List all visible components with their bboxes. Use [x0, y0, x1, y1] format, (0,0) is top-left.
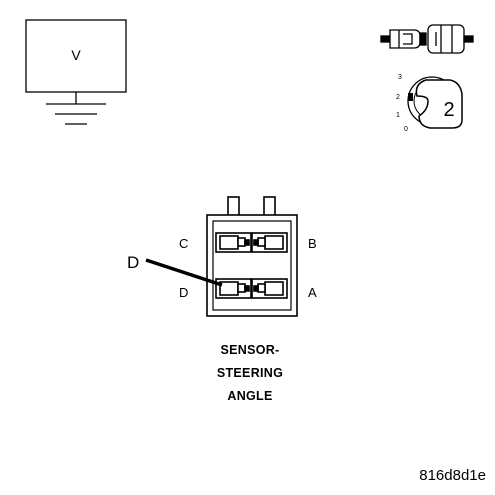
caption-line-2: STEERING	[216, 366, 284, 380]
pin-label-b: B	[308, 236, 317, 251]
connector-housing	[206, 214, 298, 317]
caption-line-1: SENSOR-	[220, 343, 280, 357]
connector-latch-left	[227, 196, 240, 217]
ignition-position-3: 3	[398, 74, 402, 81]
key-position-indicator	[408, 93, 413, 101]
voltmeter-label: V	[71, 47, 81, 63]
caption-line-3: ANGLE	[227, 389, 273, 403]
ignition-key-icon	[407, 76, 463, 129]
pin-label-c: C	[179, 236, 188, 251]
ignition-position-2: 2	[396, 94, 400, 101]
ignition-position-1: 1	[396, 112, 400, 119]
terminal-b	[251, 232, 288, 253]
connector-disconnect-icon	[380, 24, 474, 54]
sensor-connector	[206, 196, 298, 317]
connector-face	[212, 220, 292, 311]
pin-label-d: D	[179, 285, 188, 300]
terminal-a	[251, 278, 288, 299]
probe-label: D	[127, 253, 139, 272]
ignition-position-0: 0	[404, 126, 408, 133]
ignition-key-number: 2	[443, 99, 454, 121]
terminal-c	[215, 232, 252, 253]
connector-latch-right	[263, 196, 276, 217]
pin-label-a: A	[308, 285, 317, 300]
terminal-d	[215, 278, 252, 299]
probe-lead	[145, 258, 223, 287]
voltmeter	[25, 19, 127, 125]
figure-id: 816d8d1e	[419, 467, 486, 484]
